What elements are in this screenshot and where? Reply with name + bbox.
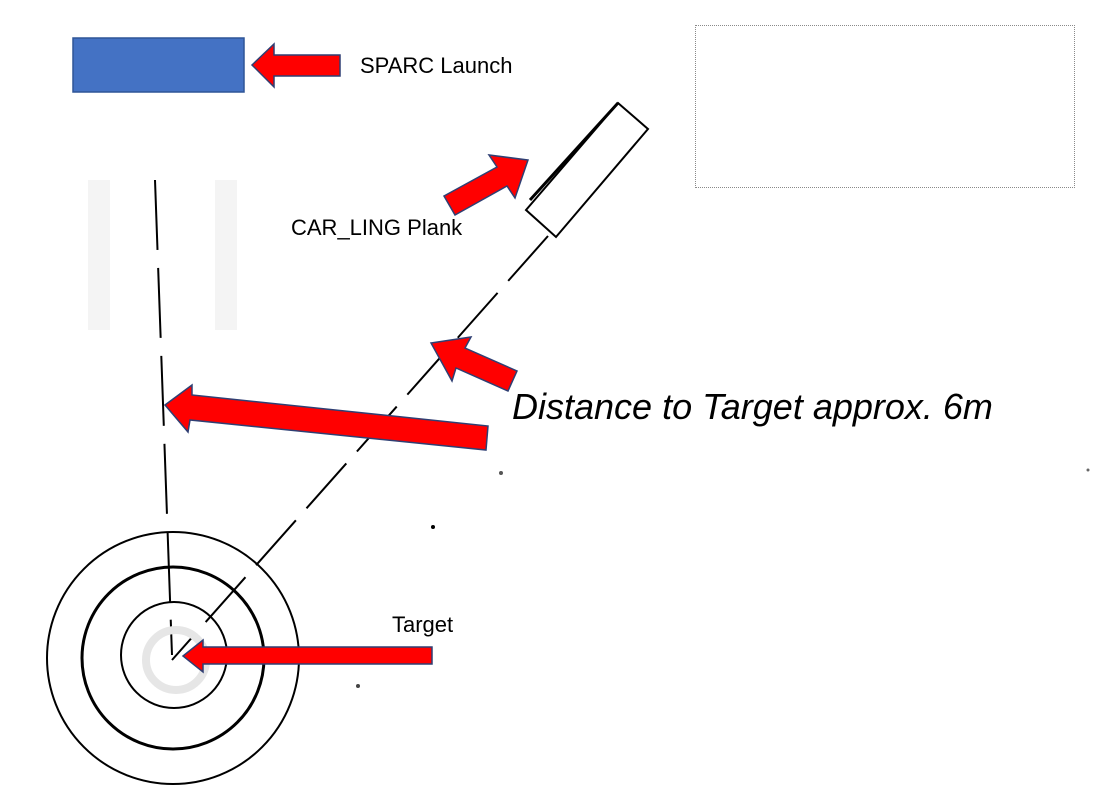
label-sparc-launch: SPARC Launch [360,53,513,78]
arrow-to-launch-icon [250,42,341,89]
arrow-to-plank-path-icon [429,336,518,392]
arrow-to-target-icon [181,638,433,674]
label-target: Target [392,612,454,637]
label-distance-to-target: Distance to Target approx. 6m [512,386,993,427]
arrow-to-plank-icon [442,154,530,217]
launch-path-line [154,179,173,656]
scan-speck [431,525,435,529]
label-car-ling-plank: CAR_LING Plank [291,215,463,240]
scan-speck [499,471,503,475]
car-ling-plank [524,101,650,239]
scan-smudge-right [215,180,237,330]
scan-smudge-left [88,180,110,330]
scan-speck [1086,468,1090,472]
plank-inner-edge [528,101,620,202]
arrow-to-launch-path-icon [163,383,489,451]
sparc-launch-block [72,37,245,93]
empty-text-box [695,25,1075,188]
scan-speck [356,684,360,688]
